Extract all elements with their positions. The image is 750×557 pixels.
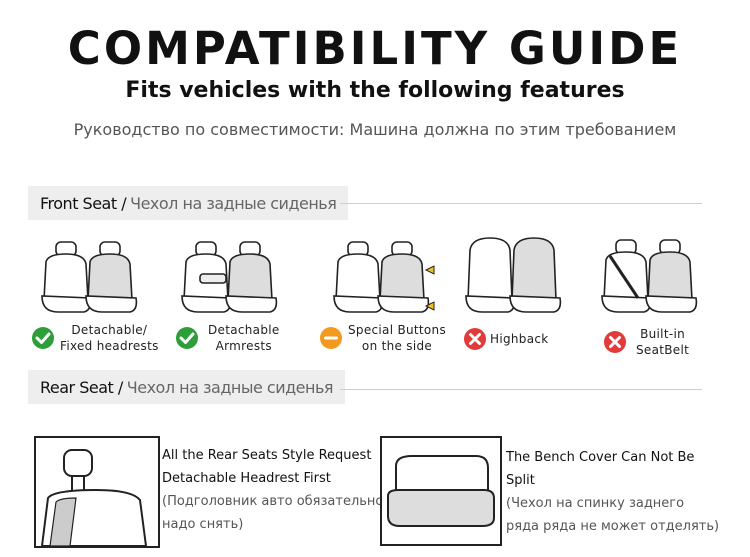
- rear-seat-heading-ru: Чехол на задные сиденья: [126, 377, 334, 397]
- rear-item-1-line: Detachable Headrest First: [162, 471, 331, 486]
- feature-special-buttons: Special Buttons on the side: [320, 322, 446, 354]
- feature-label: Detachable Armrests: [208, 322, 280, 354]
- rear-item-2-line-ru: (Чехол на спинку заднего: [506, 496, 685, 511]
- feature-detachable-armrests: Detachable Armrests: [176, 322, 280, 354]
- feature-label-line: Detachable: [208, 323, 280, 337]
- seat-pair-illustration-4: [465, 237, 562, 313]
- rear-item-1-line-ru: надо снять): [162, 517, 244, 532]
- rear-item-2-line: The Bench Cover Can Not Be: [506, 450, 695, 465]
- feature-label-line: on the side: [361, 339, 433, 353]
- seat-pair-illustration-3: [333, 241, 435, 313]
- feature-label-line: Detachable/: [71, 323, 148, 337]
- front-seat-heading: Front Seat / Чехол на задные сиденья: [28, 186, 349, 220]
- page-subtitle: Fits vehicles with the following feature…: [125, 78, 625, 103]
- bench-illustration: [387, 455, 495, 527]
- check-icon: [32, 327, 54, 349]
- cross-icon: [464, 328, 486, 350]
- feature-label-line: Fixed headrests: [60, 339, 159, 353]
- rear-headrest-illustration-box: [34, 436, 160, 548]
- page-title: COMPATIBILITY GUIDE: [67, 22, 683, 75]
- seat-pair-illustration-1: [41, 241, 138, 313]
- feature-label: Highback: [490, 331, 549, 347]
- rear-item-2-line: Split: [506, 473, 535, 488]
- cross-icon: [604, 331, 626, 353]
- rear-bench-illustration-box: [380, 436, 502, 546]
- rear-item-2-text: The Bench Cover Can Not Be Split (Чехол …: [506, 446, 719, 538]
- feature-built-in-seatbelt: Built-in SeatBelt: [604, 326, 689, 358]
- front-divider: [340, 203, 702, 204]
- rear-item-1-line-ru: (Подголовник авто обязательно: [162, 494, 384, 509]
- feature-label-line: Highback: [490, 332, 549, 346]
- front-seat-heading-ru: Чехол на задные сиденья: [130, 193, 337, 213]
- seat-pair-illustration-5: [601, 239, 698, 313]
- feature-label-line: Built-in: [640, 327, 685, 341]
- front-seat-heading-en: Front Seat /: [40, 193, 127, 213]
- rear-seat-heading: Rear Seat / Чехол на задные сиденья: [28, 370, 346, 404]
- seat-pair-illustration-2: [181, 241, 278, 313]
- feature-label: Detachable/ Fixed headrests: [60, 322, 159, 354]
- feature-label-line: Armrests: [215, 339, 272, 353]
- feature-detachable-headrests: Detachable/ Fixed headrests: [32, 322, 159, 354]
- rear-seat-heading-en: Rear Seat /: [40, 377, 123, 397]
- rear-item-1-text: All the Rear Seats Style Request Detacha…: [162, 444, 383, 536]
- feature-highback: Highback: [464, 328, 549, 350]
- check-icon: [176, 327, 198, 349]
- feature-label: Built-in SeatBelt: [636, 326, 689, 358]
- feature-label-line: Special Buttons: [348, 323, 446, 337]
- minus-icon: [320, 327, 342, 349]
- feature-label: Special Buttons on the side: [348, 322, 446, 354]
- page-subtitle-ru: Руководство по совместимости: Машина дол…: [73, 120, 677, 139]
- feature-label-line: SeatBelt: [636, 343, 690, 357]
- headrest-illustration: [40, 449, 148, 547]
- rear-divider: [340, 389, 702, 390]
- rear-item-1-line: All the Rear Seats Style Request: [162, 448, 372, 463]
- rear-item-2-line-ru: ряда ряда не может отделять): [506, 519, 720, 534]
